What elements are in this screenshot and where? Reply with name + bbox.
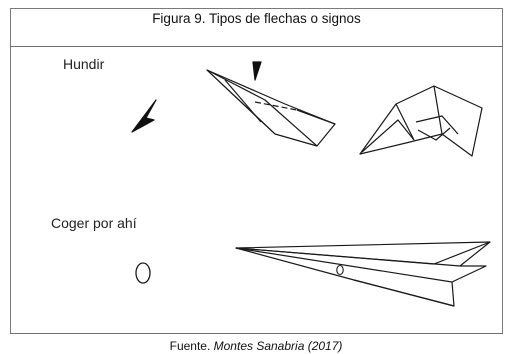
source-prefix: Fuente. xyxy=(169,339,214,353)
source-author: Montes Sanabria (2017) xyxy=(213,339,343,353)
caption-divider xyxy=(10,46,503,47)
sink-arrow-icon xyxy=(131,99,157,133)
label-hundir: Hundir xyxy=(63,56,105,72)
figure-source: Fuente. Montes Sanabria (2017) xyxy=(0,338,512,354)
figure-caption: Figura 9. Tipos de flechas o signos xyxy=(152,11,361,26)
paper-plane-fold-diagram-2 xyxy=(359,85,483,157)
paper-plane-fold-diagram-1 xyxy=(206,61,336,147)
label-coger-por-ahi: Coger por ahí xyxy=(51,215,137,231)
figure-bottom-divider xyxy=(10,333,503,334)
hold-here-circle-icon xyxy=(135,262,151,284)
paper-plane-long-diagram xyxy=(235,241,491,307)
